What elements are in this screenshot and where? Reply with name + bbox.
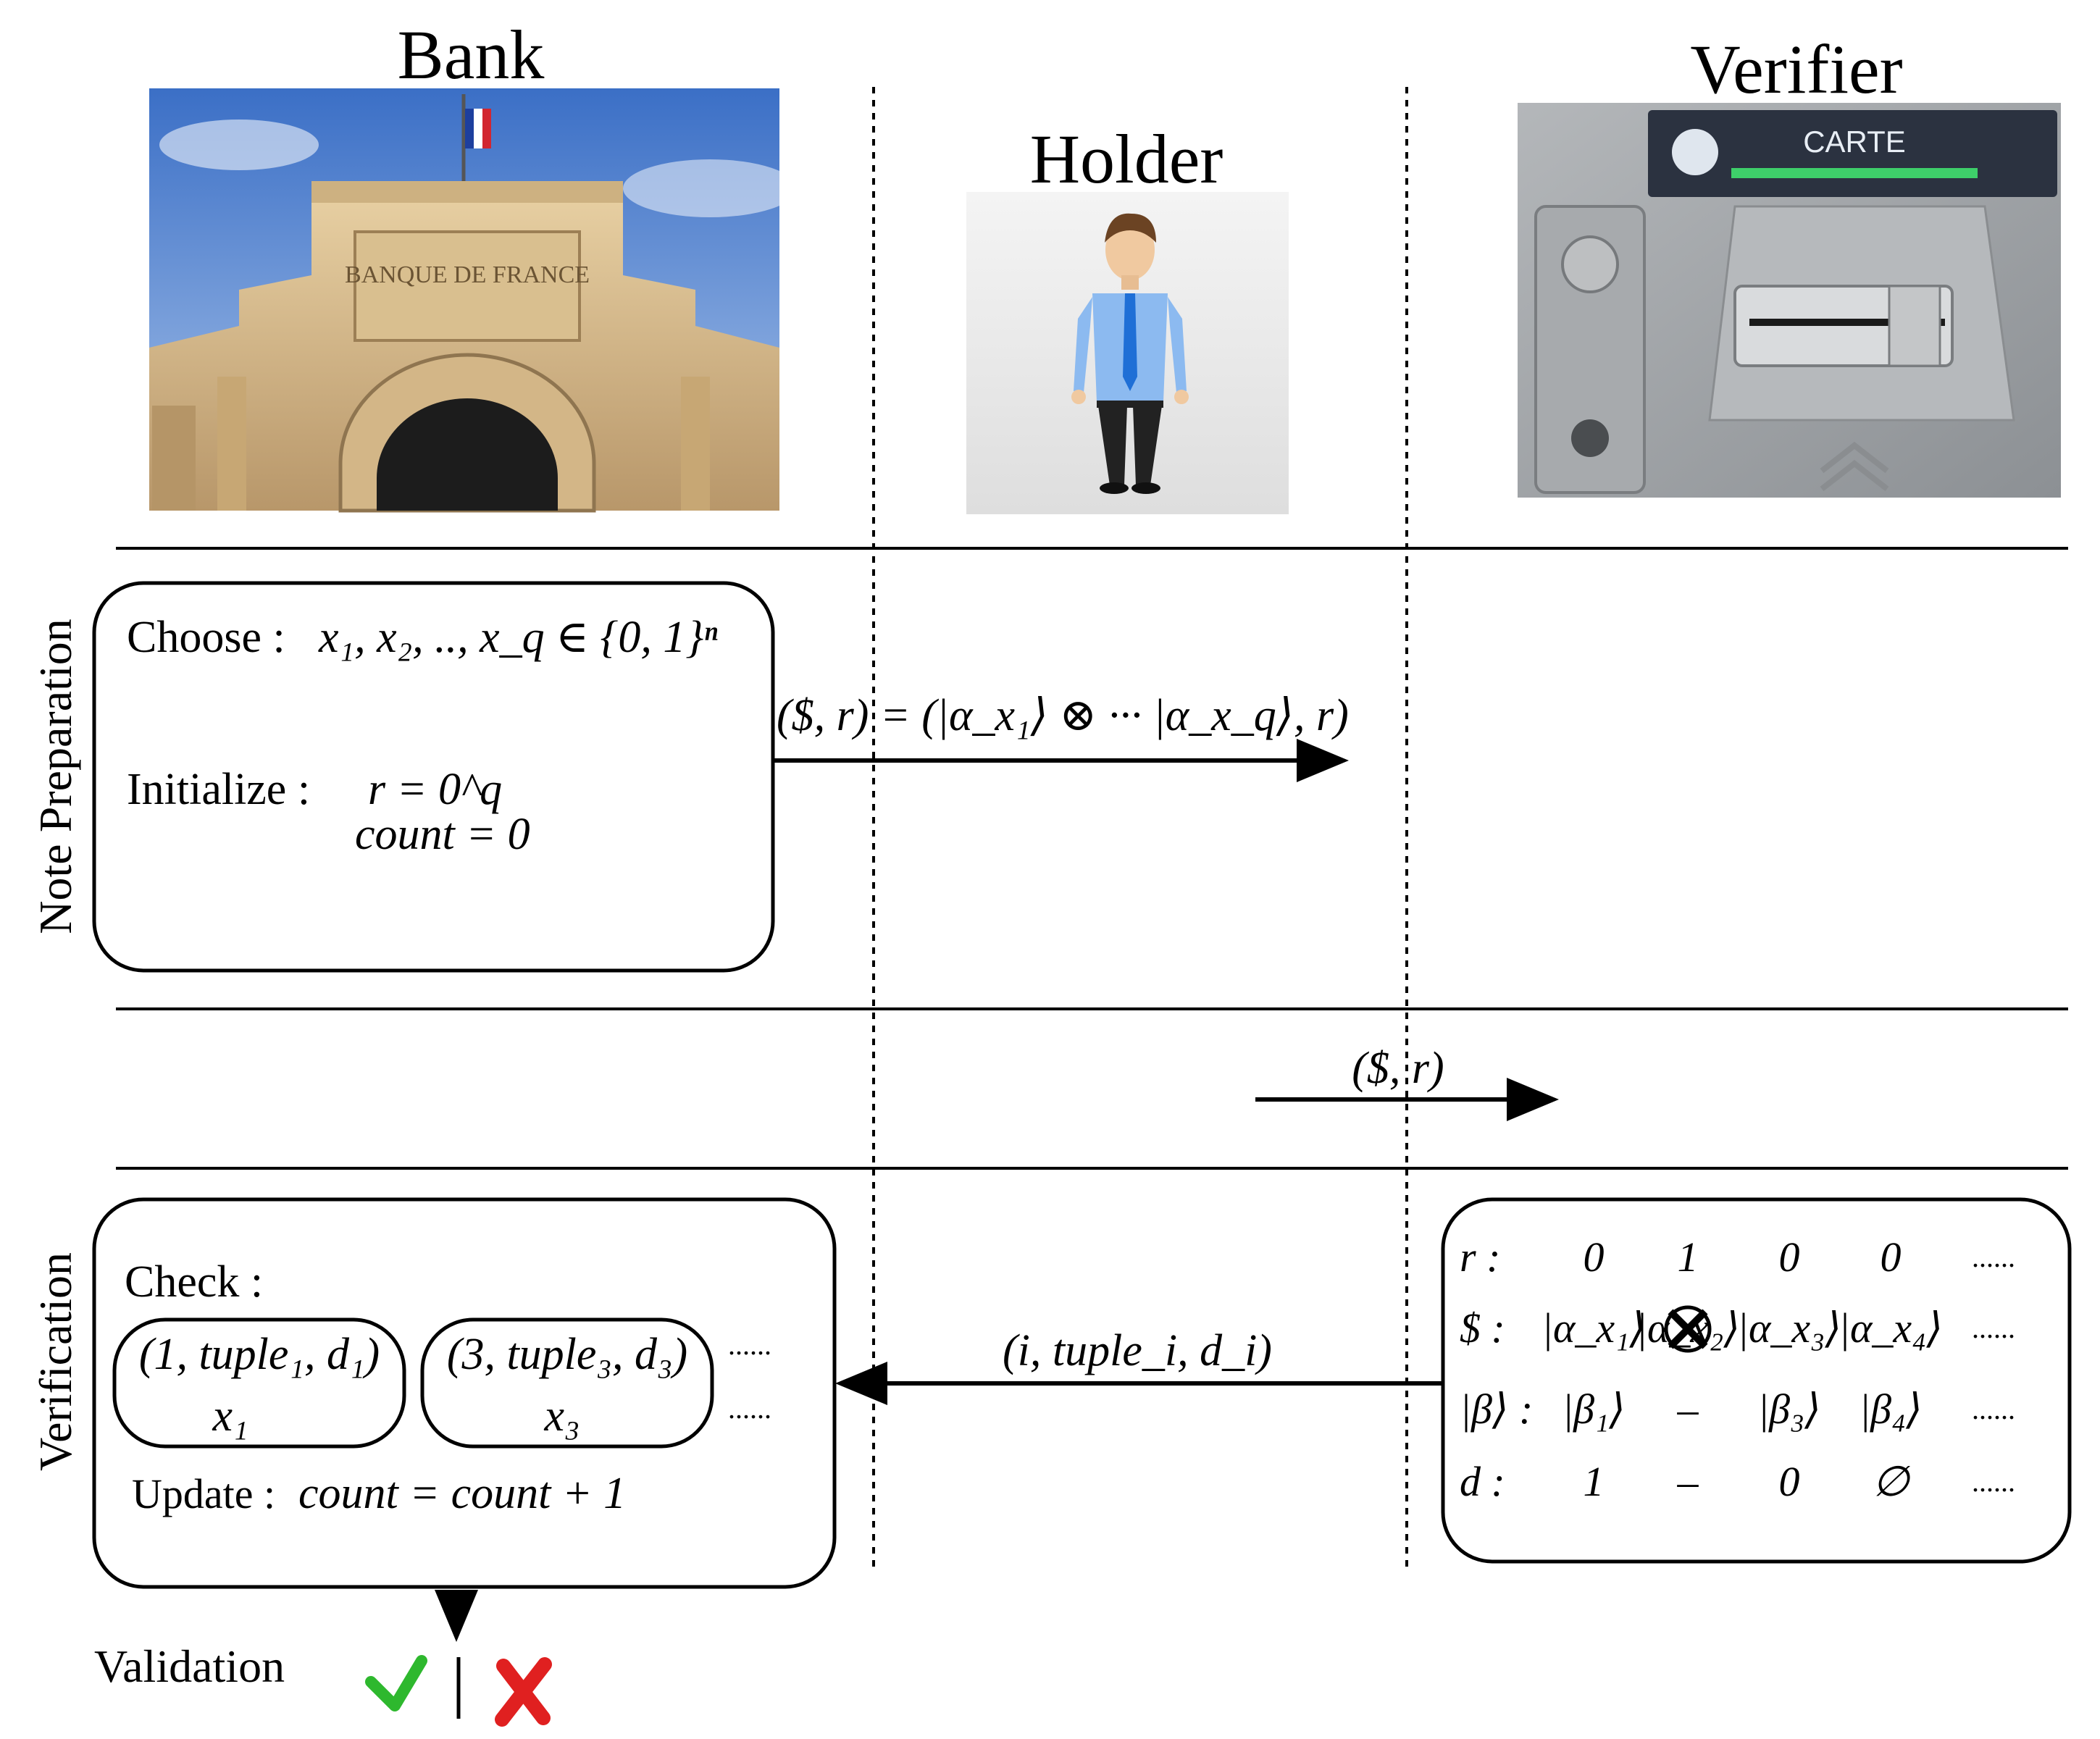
- phase-label-verification: Verification: [30, 1252, 81, 1471]
- card-slot-display-text: CARTE: [1803, 125, 1906, 159]
- tuple-box-2: [420, 1317, 714, 1449]
- verifier-table-ellipsis: ......: [1972, 1393, 2015, 1425]
- initialize-count: count = 0: [355, 810, 530, 859]
- tuple-ellipsis-top: ......: [728, 1328, 771, 1361]
- note-message-label: ($, r) = (|α_x₁⟩ ⊗ ··· |α_x_q⟩, r): [777, 691, 1349, 740]
- bank-label: Bank: [398, 16, 545, 93]
- verifier-table-cell: |β₄⟩: [1859, 1386, 1923, 1433]
- tuple-ellipsis-bottom: ......: [728, 1392, 771, 1425]
- verifier-table-cell: 0: [1881, 1233, 1902, 1281]
- verifier-table-cell: |β₁⟩: [1562, 1386, 1626, 1433]
- holder-figure-image: [966, 192, 1289, 514]
- verifier-table-row-label: $ :: [1460, 1304, 1505, 1352]
- choose-expression: x₁, x₂, .., x_q ∈ {0, 1}ⁿ: [318, 613, 718, 662]
- verifier-table-cell: 0: [1779, 1233, 1800, 1281]
- verifier-table-ellipsis: ......: [1972, 1465, 2015, 1498]
- verifier-table-cell: 1: [1584, 1458, 1605, 1505]
- verifier-table-cell: |β₃⟩: [1757, 1386, 1821, 1433]
- note-preparation-box: [92, 581, 775, 973]
- phase-label-note-preparation: Note Preparation: [30, 619, 81, 934]
- tuple-1-x: x₁: [212, 1391, 248, 1441]
- transfer-message-label: ($, r): [1352, 1044, 1444, 1093]
- verifier-table-box: [1441, 1197, 2072, 1564]
- verifier-table-cell: –: [1677, 1458, 1699, 1505]
- update-expression: count = count + 1: [298, 1469, 626, 1518]
- french-flag-icon: [461, 94, 491, 188]
- tuple-2-text: (3, tuple₃, d₃): [447, 1330, 687, 1379]
- initialize-r: r = 0^q: [368, 765, 502, 814]
- tuple-1-text: (1, tuple₁, d₁): [139, 1330, 380, 1379]
- update-label: Update :: [132, 1470, 275, 1517]
- verification-check-box: [92, 1197, 837, 1589]
- choose-label: Choose :: [127, 613, 285, 662]
- verifier-table-row-label: d :: [1460, 1458, 1505, 1505]
- check-label: Check :: [125, 1257, 263, 1307]
- verifier-table-cell: ∅: [1873, 1458, 1911, 1505]
- validation-label: Validation: [94, 1640, 285, 1692]
- initialize-label: Initialize :: [127, 765, 310, 814]
- holder-label: Holder: [1030, 120, 1223, 198]
- tuple-box-1: [112, 1317, 406, 1449]
- bank-building-image: BANQUE DE FRANCE: [149, 88, 797, 513]
- verifier-table-cell: 0: [1779, 1458, 1800, 1505]
- verifier-label: Verifier: [1690, 30, 1902, 108]
- verifier-table-cell: |α_x₄⟩: [1838, 1304, 1943, 1352]
- verifier-table-cell: |α_x₃⟩: [1737, 1304, 1841, 1352]
- verifier-table-cell: |α_x₁⟩: [1541, 1304, 1646, 1352]
- building-sign: BANQUE DE FRANCE: [345, 261, 590, 288]
- verifier-table-ellipsis: ......: [1972, 1241, 2015, 1273]
- tuple-2-x: x₃: [543, 1391, 580, 1441]
- verification-message-label: (i, tuple_i, d_i): [1003, 1326, 1272, 1375]
- verifier-table-row-label: |β⟩ :: [1460, 1386, 1533, 1433]
- verifier-table-ellipsis: ......: [1972, 1312, 2015, 1344]
- verifier-table-row-label: r :: [1460, 1233, 1500, 1281]
- crossed-circle-icon: [1664, 1305, 1712, 1353]
- verifier-table-cell: 1: [1678, 1233, 1699, 1281]
- verifier-card-reader-image: CARTE: [1518, 103, 2061, 498]
- check-mark-icon: [365, 1655, 427, 1711]
- red-x-icon: [495, 1657, 552, 1727]
- verifier-table-cell: –: [1677, 1386, 1699, 1433]
- verifier-table-cell: 0: [1584, 1233, 1605, 1281]
